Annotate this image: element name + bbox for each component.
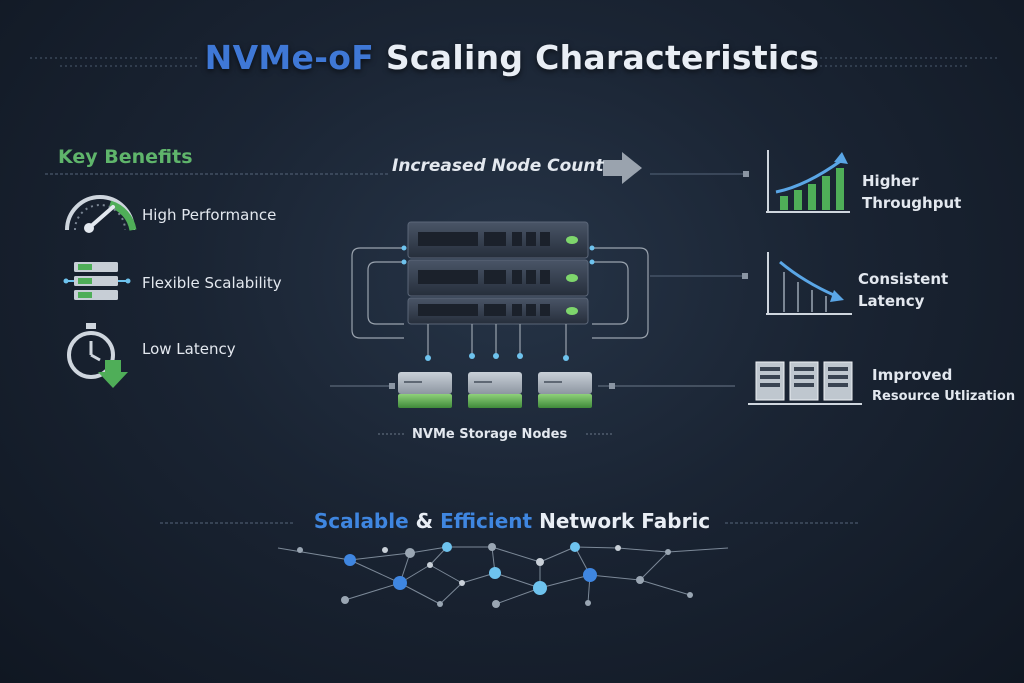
outcome-line2: Throughput [862, 194, 962, 212]
storage-drop-lines [427, 324, 567, 358]
key-benefits-heading: Key Benefits [58, 146, 193, 168]
outcome-higher-throughput: Higher Throughput [862, 170, 961, 214]
falling-line-chart-icon [766, 252, 852, 315]
connector-dots [401, 245, 595, 265]
server-rack-icon [748, 361, 862, 405]
page-title: NVMe-oF Scaling Characteristics [0, 38, 1024, 77]
storage-node [538, 372, 592, 408]
fabric-word-efficient: Efficient [440, 509, 533, 533]
outcome-line1: Higher [862, 172, 919, 190]
title-divider-lines [30, 57, 1000, 67]
fabric-ampersand: & [415, 509, 434, 533]
storage-node [398, 372, 452, 408]
outcome-line2: Latency [858, 292, 925, 310]
fabric-title: Scalable & Efficient Network Fabric [0, 509, 1024, 533]
outcome-line1: Improved [872, 366, 953, 384]
speedometer-icon [65, 195, 137, 233]
storage-nodes-caption: NVMe Storage Nodes [412, 427, 568, 442]
title-accent: NVMe-oF [204, 38, 375, 77]
outcome-consistent-latency: Consistent Latency [858, 268, 948, 312]
flow-arrow-icon [603, 152, 642, 184]
network-fabric-mesh [277, 546, 729, 605]
outcome-line2: Resource Utlization [872, 389, 1016, 404]
rising-bar-chart-icon [766, 150, 850, 213]
server-unit [407, 259, 589, 297]
stopwatch-down-icon [67, 323, 128, 388]
server-stack [407, 221, 589, 325]
outcome-line1: Consistent [858, 270, 949, 288]
storage-node [468, 372, 522, 408]
server-unit [407, 221, 589, 259]
outcome-improved-utilization: Improved Resource Utlization [872, 364, 1015, 408]
benefit-flexible-scalability: Flexible Scalability [142, 274, 282, 292]
fabric-word-network: Network Fabric [539, 509, 711, 533]
flow-label: Increased Node Count [392, 156, 604, 176]
server-loop-connectors [351, 247, 649, 339]
benefit-high-performance: High Performance [142, 206, 277, 224]
network-fabric-nodes [297, 542, 693, 608]
title-main: Scaling Characteristics [385, 38, 820, 77]
server-stack-icon [63, 262, 131, 300]
fabric-word-scalable: Scalable [313, 509, 409, 533]
server-unit [407, 297, 589, 325]
storage-nodes [398, 372, 592, 408]
benefit-low-latency: Low Latency [142, 340, 236, 358]
